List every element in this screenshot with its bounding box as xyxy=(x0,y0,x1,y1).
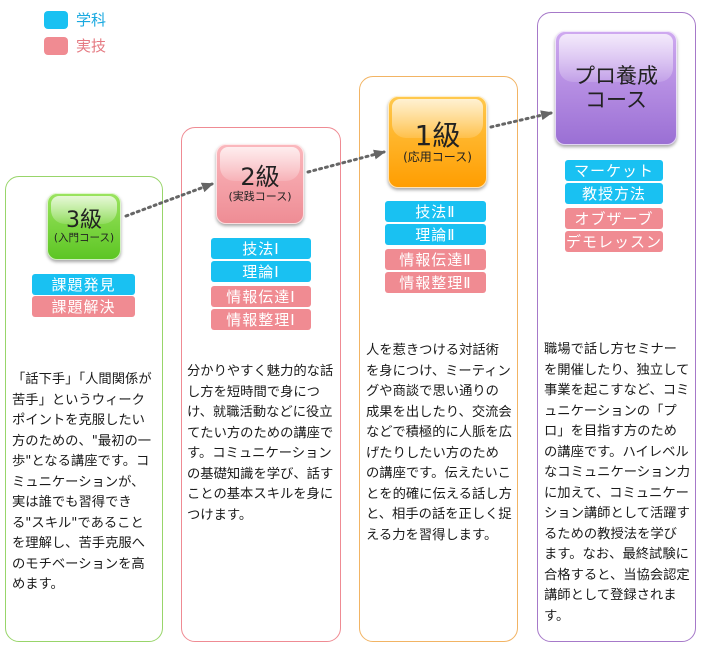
pro-badge-subtitle: コース xyxy=(585,88,647,112)
legend-item-jitsugi: 実技 xyxy=(44,35,106,56)
tag-kadai-hakken: 課題発見 xyxy=(32,274,135,295)
level3-badge-subtitle: (入門コース) xyxy=(53,232,115,245)
tag-jouhou-seiri-2: 情報整理Ⅱ xyxy=(385,272,486,293)
tag-jouhou-seiri-1: 情報整理Ⅰ xyxy=(211,309,311,330)
legend-label-gakka: 学科 xyxy=(76,11,107,29)
level3-badge: 3級 (入門コース) xyxy=(47,193,121,260)
level1-badge-title: 1級 xyxy=(414,118,461,152)
level2-badge-title: 2級 xyxy=(240,163,280,192)
pro-badge-title: プロ養成 xyxy=(574,63,658,88)
level2-badge: 2級 (実践コース) xyxy=(216,144,304,224)
tag-gihou-2: 技法Ⅱ xyxy=(385,201,486,222)
tag-kyouju-houhou: 教授方法 xyxy=(565,183,663,204)
tag-jouhou-dentatsu-1: 情報伝達Ⅰ xyxy=(211,286,311,307)
legend-item-gakka: 学科 xyxy=(44,9,106,30)
pro-description: 職場で話し方セミナーを開催したり、独立して事業を起こすなど、コミュニケーションの… xyxy=(544,342,690,624)
level1-description: 人を惹きつける対話術を身につけ、ミーティングや商談で思い通りの成果を出したり、交… xyxy=(366,343,512,543)
tag-riron-2: 理論Ⅱ xyxy=(385,224,486,245)
tag-riron-1: 理論Ⅰ xyxy=(211,261,311,282)
legend-swatch-gakka xyxy=(44,10,68,29)
legend-swatch-jitsugi xyxy=(44,36,68,55)
tag-jouhou-dentatsu-2: 情報伝達Ⅱ xyxy=(385,249,486,270)
level2-description: 分かりやすく魅力的な話し方を短時間で身につけ、就職活動などに役立てたい方のための… xyxy=(187,364,334,523)
tag-gihou-1: 技法Ⅰ xyxy=(211,238,311,259)
tag-kadai-kaiketsu: 課題解決 xyxy=(32,296,135,317)
level1-badge-subtitle: (応用コース) xyxy=(403,149,472,164)
level2-badge-subtitle: (実践コース) xyxy=(228,190,292,204)
level3-badge-title: 3級 xyxy=(66,207,102,233)
level1-badge: 1級 (応用コース) xyxy=(388,96,487,188)
legend-label-jitsugi: 実技 xyxy=(76,37,107,55)
tag-observe: オブザーブ xyxy=(565,208,663,229)
tag-demo-lesson: デモレッスン xyxy=(565,231,663,252)
level3-description: 「話下手」「人間関係が苦手」というウィークポイントを克服したい方のための、"最初… xyxy=(12,372,152,592)
tag-market: マーケット xyxy=(565,160,663,181)
pro-badge: プロ養成 コース xyxy=(555,31,677,145)
